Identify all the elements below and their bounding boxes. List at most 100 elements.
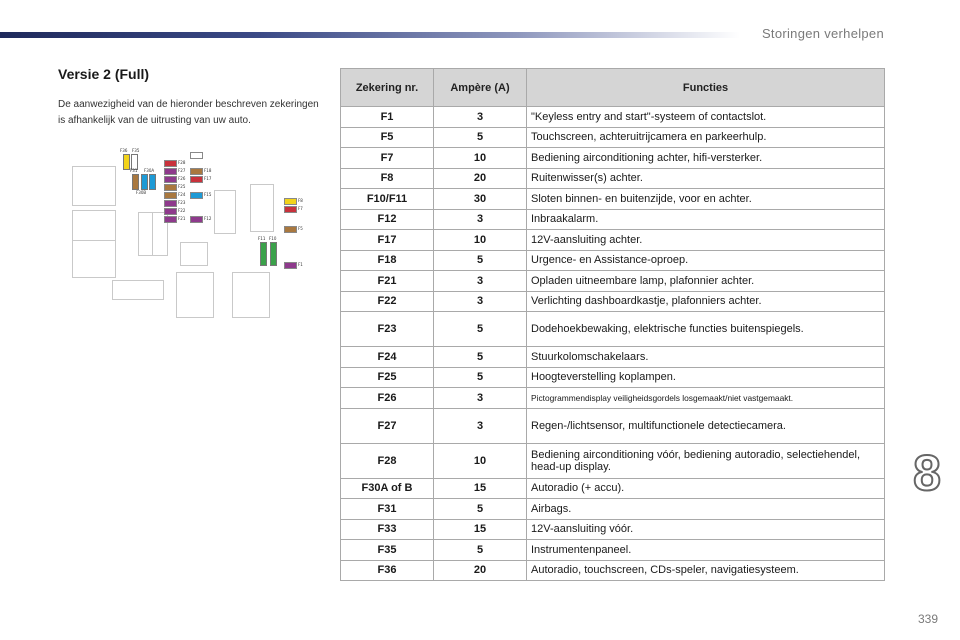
- cell-func: Hoogteverstelling koplampen.: [526, 366, 885, 388]
- fuse-label: F28: [178, 160, 186, 165]
- cell-code: F31: [340, 498, 434, 520]
- fuse-f26: [164, 176, 177, 183]
- cell-amp: 3: [433, 290, 527, 312]
- fuse-label: F30A: [144, 168, 155, 173]
- cell-func: Bediening airconditioning achter, hifi-v…: [526, 147, 885, 169]
- cell-code: F27: [340, 407, 434, 444]
- cell-func: Bediening airconditioning vóór, bedienin…: [526, 442, 885, 479]
- header-bar: [0, 32, 740, 38]
- cell-func: Ruitenwisser(s) achter.: [526, 167, 885, 189]
- cell-func: Dodehoekbewaking, elektrische functies b…: [526, 311, 885, 347]
- fuse-f15: [190, 192, 203, 199]
- diagram-box: [250, 184, 274, 232]
- page-number: 339: [917, 612, 938, 626]
- fuse-f17: [190, 176, 203, 183]
- cell-code: F25: [340, 366, 434, 388]
- cell-code: F35: [340, 539, 434, 561]
- cell-amp: 5: [433, 311, 527, 347]
- fuse-label: F1: [298, 262, 303, 267]
- cell-code: F12: [340, 208, 434, 230]
- fuse-f28: [164, 160, 177, 167]
- fuse-label: F21: [178, 216, 186, 221]
- fuse-label: F7: [298, 206, 303, 211]
- cell-func: Stuurkolomschakelaars.: [526, 346, 885, 368]
- cell-amp: 5: [433, 249, 527, 271]
- fuse-spare: [190, 152, 203, 159]
- fuse-f12: [190, 216, 203, 223]
- fuse-f30b: [149, 174, 156, 190]
- cell-amp: 5: [433, 126, 527, 148]
- cell-code: F36: [340, 559, 434, 581]
- intro-text: De aanwezigheid van de hieronder beschre…: [58, 99, 319, 126]
- cell-code: F28: [340, 442, 434, 479]
- fuse-f18: [190, 168, 203, 175]
- cell-func: Regen-/lichtsensor, multifunctionele det…: [526, 407, 885, 444]
- cell-amp: 10: [433, 442, 527, 479]
- diagram-box: [180, 242, 208, 266]
- cell-func: Touchscreen, achteruitrijcamera en parke…: [526, 126, 885, 148]
- cell-func: 12V-aansluiting vóór.: [526, 518, 885, 540]
- fuse-label: F5: [298, 226, 303, 231]
- cell-func: 12V-aansluiting achter.: [526, 229, 885, 251]
- cell-code: F8: [340, 167, 434, 189]
- fuse-label: F23: [178, 200, 186, 205]
- fuse-label: F36: [120, 148, 128, 153]
- cell-func: Sloten binnen- en buitenzijde, voor en a…: [526, 188, 885, 210]
- fuse-f11: [260, 242, 267, 266]
- fuse-label: F17: [204, 176, 212, 181]
- cell-func: Autoradio, touchscreen, CDs-speler, navi…: [526, 559, 885, 581]
- cell-amp: 5: [433, 346, 527, 368]
- fuse-f24: [164, 192, 177, 199]
- fuse-label: F30B: [136, 190, 147, 195]
- diagram-box: [152, 212, 168, 256]
- cell-func: Instrumentenpaneel.: [526, 539, 885, 561]
- cell-code: F23: [340, 311, 434, 347]
- fuse-label: F27: [178, 168, 186, 173]
- cell-func: Opladen uitneembare lamp, plafonnier ach…: [526, 270, 885, 292]
- cell-amp: 15: [433, 477, 527, 499]
- cell-amp: 10: [433, 229, 527, 251]
- column-header-func: Functies: [526, 68, 885, 107]
- cell-code: F17: [340, 229, 434, 251]
- fuse-f8: [284, 198, 297, 205]
- diagram-box: [232, 272, 270, 318]
- cell-amp: 5: [433, 366, 527, 388]
- cell-amp: 3: [433, 106, 527, 128]
- fuse-f30a: [141, 174, 148, 190]
- chapter-tab: [900, 420, 960, 528]
- fuse-f35: [131, 154, 138, 170]
- cell-amp: 15: [433, 518, 527, 540]
- column-header-code: Zekering nr.: [340, 68, 434, 107]
- cell-code: F7: [340, 147, 434, 169]
- fuse-label: F8: [298, 198, 303, 203]
- fuse-label: F15: [204, 192, 212, 197]
- fuse-label: F26: [178, 176, 186, 181]
- diagram-box: [176, 272, 214, 318]
- fuse-f5: [284, 226, 297, 233]
- fuse-f27: [164, 168, 177, 175]
- cell-code: F10/F11: [340, 188, 434, 210]
- cell-amp: 30: [433, 188, 527, 210]
- fuse-label: F22: [178, 208, 186, 213]
- fuse-label: F35: [132, 148, 140, 153]
- fuse-f1: [284, 262, 297, 269]
- fuse-label: F12: [204, 216, 212, 221]
- fuse-f36: [123, 154, 130, 170]
- fuse-f25: [164, 184, 177, 191]
- cell-code: F5: [340, 126, 434, 148]
- cell-amp: 5: [433, 539, 527, 561]
- fuse-f7: [284, 206, 297, 213]
